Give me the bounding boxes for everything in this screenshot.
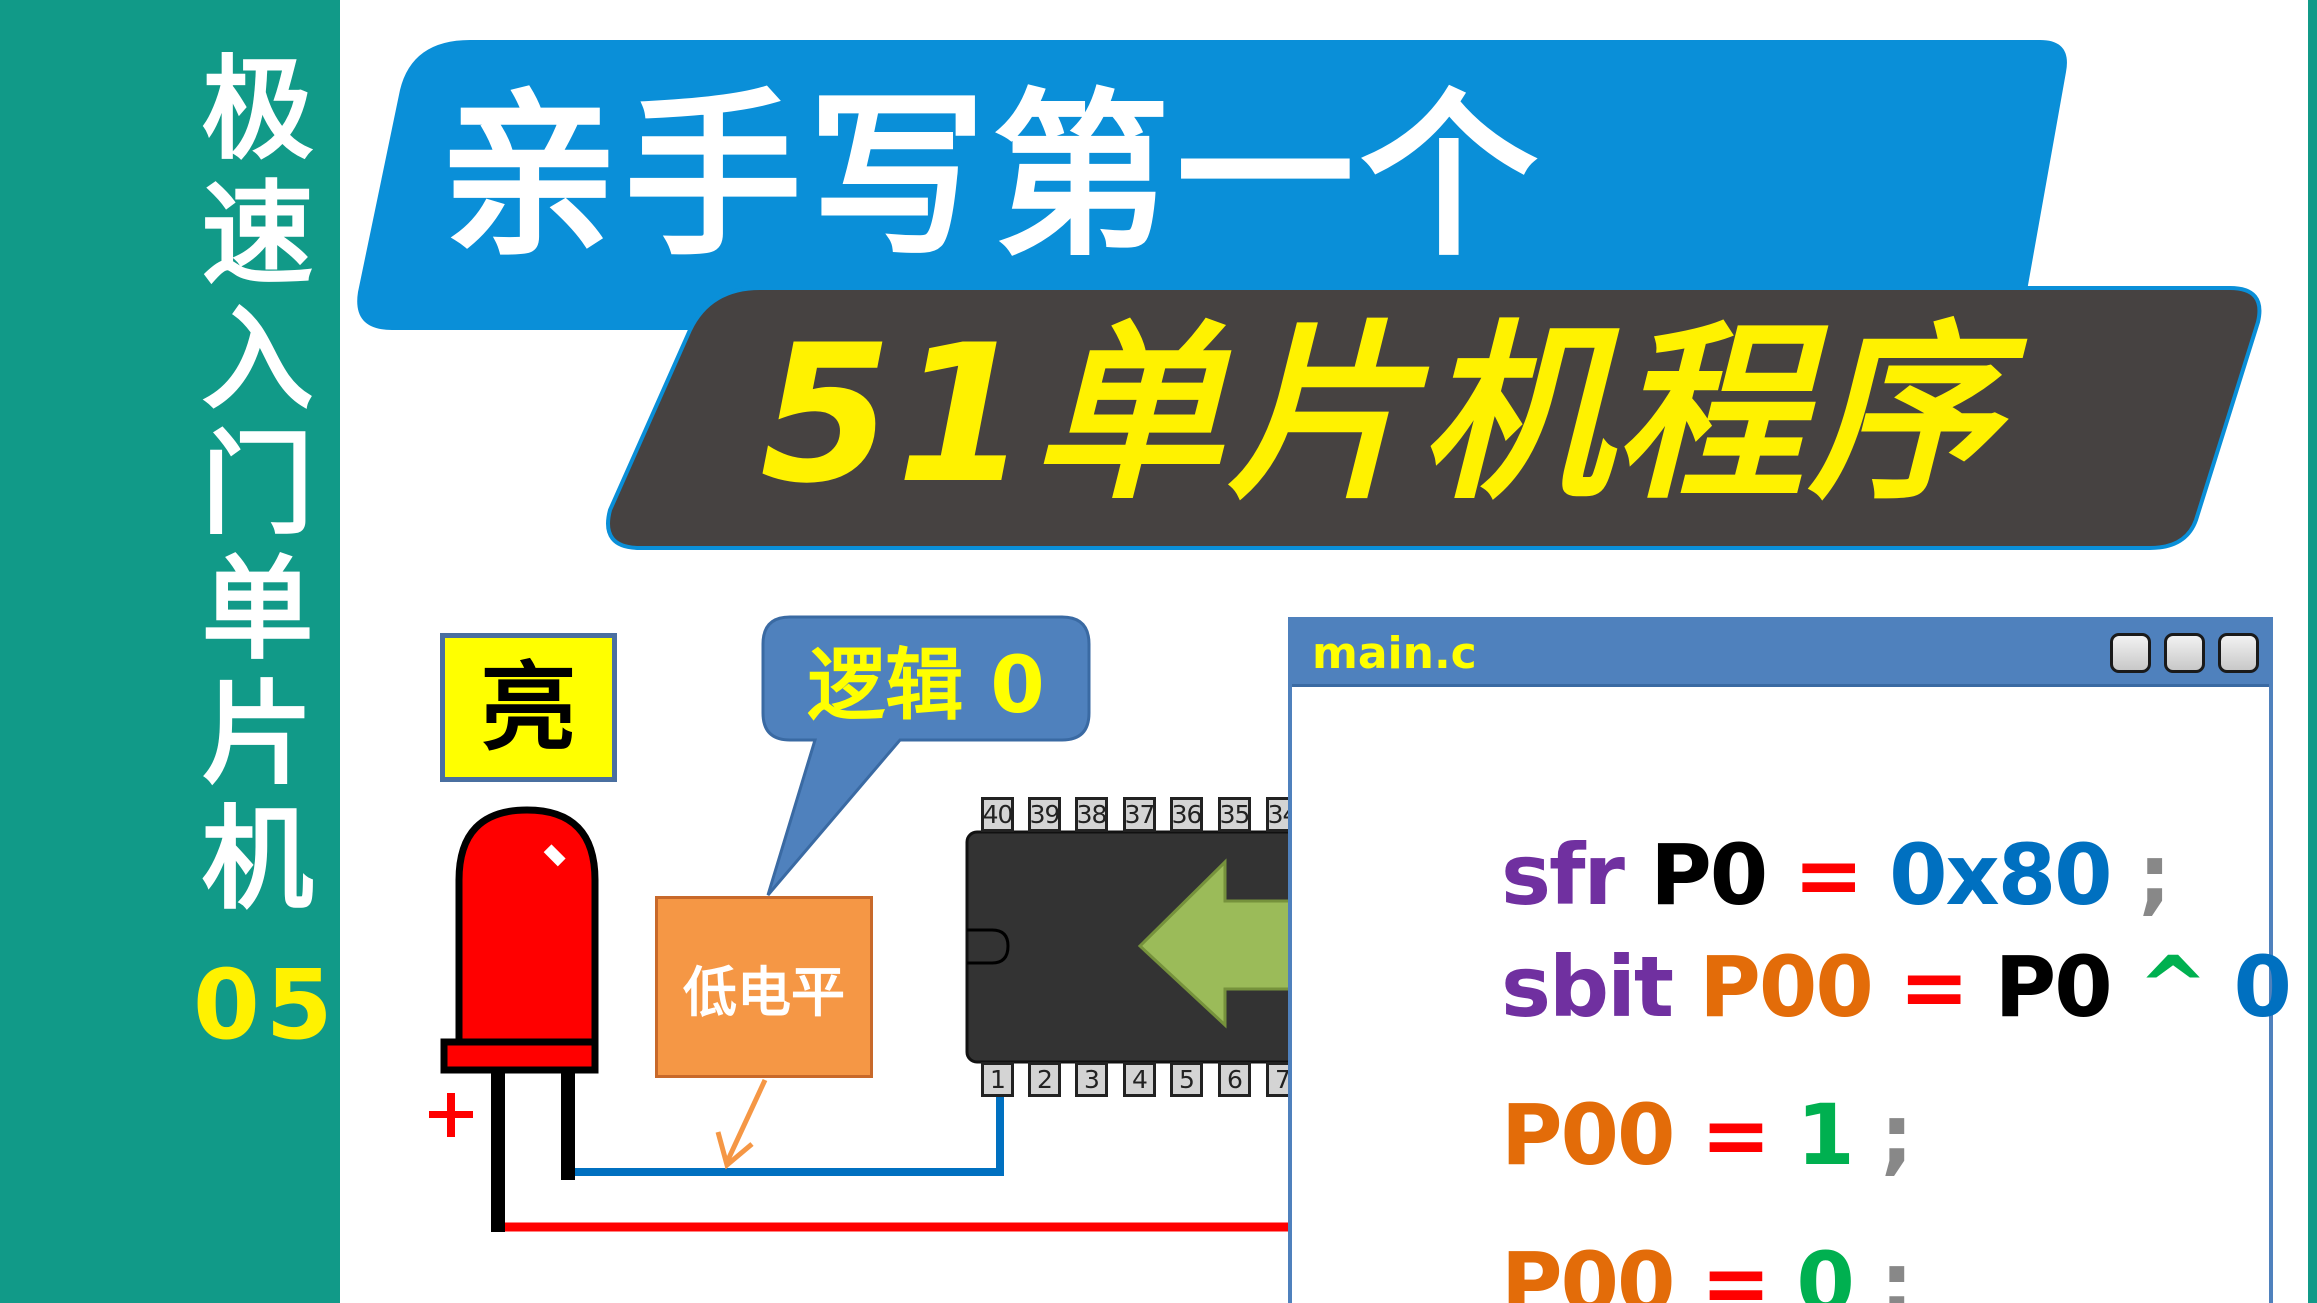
chip-pin-bottom: 6 (1218, 1062, 1251, 1097)
code-line-1: sfr P0 = 0x80 ; (1392, 725, 2172, 1025)
speech-bubble (761, 615, 1091, 896)
series-title-char: 片 (201, 670, 314, 800)
led-state-text: 亮 (480, 651, 577, 764)
orange-arrow-shaft (724, 1078, 768, 1164)
chip-pin-top: 39 (1028, 797, 1061, 832)
logic-bubble-text: 逻辑 0 (807, 640, 1045, 731)
chip-pin-bottom: 4 (1123, 1062, 1156, 1097)
code-token: ; (2290, 937, 2317, 1037)
code-token: ; (2110, 826, 2172, 924)
orange-arrow-head (715, 1131, 754, 1170)
series-title: 极 速 入 门 单 片 机 (195, 48, 320, 923)
episode-number: 05 (193, 949, 339, 1061)
low-level-text: 低电平 (683, 960, 845, 1024)
code-token: P0 (1622, 826, 1768, 924)
series-sidebar: 极 速 入 门 单 片 机 05 (0, 0, 340, 1303)
code-token: = (1673, 1234, 1771, 1303)
editor-filename: main.c (1312, 628, 1477, 679)
series-title-char: 单 (201, 545, 314, 675)
code-token: 0 (1769, 1234, 1854, 1303)
banner-blue-shape (357, 40, 2067, 330)
code-token: ; (1852, 1086, 1914, 1184)
code-token: ; (1852, 1234, 1914, 1303)
maximize-button[interactable] (2164, 633, 2205, 673)
code-token: sbit (1500, 938, 1674, 1036)
chip-pin-top: 36 (1170, 797, 1203, 832)
plus-sign-v (447, 1093, 455, 1137)
led-cathode-leg (561, 1070, 575, 1180)
close-button[interactable] (2218, 633, 2259, 673)
banner-title-line2: 51单片机程序 (760, 304, 2003, 525)
minimize-button[interactable] (2110, 633, 2151, 673)
code-token: P00 (1672, 938, 1873, 1036)
led-dome (455, 806, 599, 1046)
chip-pin-top: 38 (1075, 797, 1108, 832)
code-token: = (1766, 826, 1863, 924)
code-token: = (1673, 1086, 1771, 1184)
banner-dark-shape (606, 286, 2262, 550)
series-title-char: 极 (201, 45, 314, 175)
chip-pin-top: 40 (981, 797, 1014, 832)
chip-pin-bottom: 1 (981, 1062, 1014, 1097)
series-title-char: 机 (201, 795, 314, 925)
low-level-box: 低电平 (655, 896, 873, 1078)
series-title-char: 门 (201, 420, 314, 550)
led-state-label: 亮 (440, 633, 617, 782)
code-line-4: P00 = 0 ; (1392, 1133, 1914, 1303)
banner-title-line1: 亲手写第一个 (440, 73, 1544, 280)
led-rim (440, 1038, 599, 1074)
series-title-char: 入 (201, 295, 314, 425)
code-token: P0 (1967, 938, 2113, 1036)
chip-pin-top: 37 (1123, 797, 1156, 832)
chip-pin-bottom: 5 (1170, 1062, 1203, 1097)
chip-pin-bottom: 3 (1075, 1062, 1108, 1097)
code-editor-window: main.c sfr P0 = 0x80 ; sbit P00 = P0 ^ 0… (1288, 617, 2292, 1303)
chip-pin-top: 35 (1218, 797, 1251, 832)
led-highlight (543, 844, 566, 867)
code-token: 0x80 (1861, 826, 2113, 924)
code-token: sfr (1500, 826, 1625, 924)
series-title-char: 速 (201, 170, 314, 300)
title-banners (357, 40, 2262, 550)
code-token: ^ (2110, 938, 2208, 1036)
code-token: P00 (1500, 1086, 1675, 1184)
code-line-3: P00 = 1 ; (1392, 985, 1914, 1285)
editor-titlebar[interactable]: main.c (1292, 621, 2269, 687)
led-anode-leg (491, 1070, 505, 1232)
code-token: P00 (1500, 1234, 1675, 1303)
code-token: 0 (2206, 938, 2292, 1036)
blue-wire (568, 1097, 1004, 1176)
code-token: 1 (1769, 1086, 1854, 1184)
code-token: = (1871, 938, 1969, 1036)
chip-notch (967, 928, 1010, 965)
chip-pin-bottom: 2 (1028, 1062, 1061, 1097)
code-line-2: sbit P00 = P0 ^ 0 ; (1392, 837, 2317, 1137)
right-edge-stripe (2308, 0, 2317, 1303)
